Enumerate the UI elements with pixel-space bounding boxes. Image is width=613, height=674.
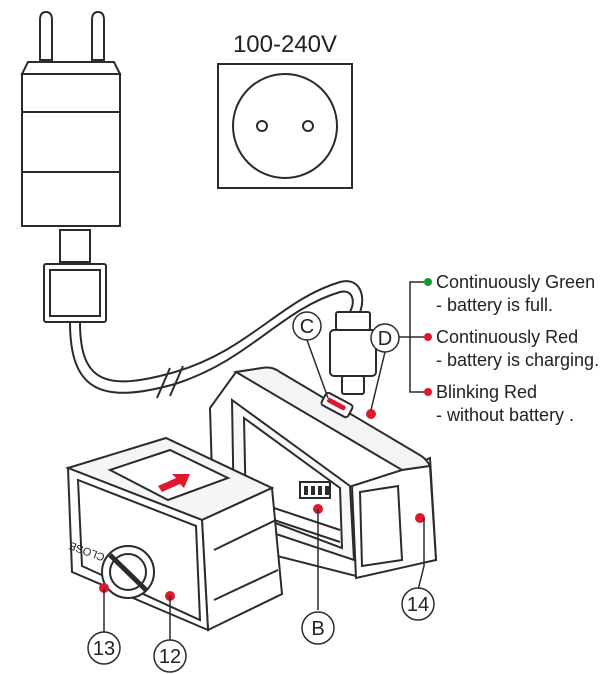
svg-text:12: 12 (159, 646, 181, 668)
status-dot-blinking (424, 388, 432, 396)
wall-socket: 100-240V (217, 31, 353, 189)
leader-lines (103, 281, 425, 640)
svg-text:- battery is full.: - battery is full. (436, 295, 553, 315)
legend-item-blinking: Blinking Red - without battery . (424, 382, 574, 425)
svg-text:13: 13 (93, 638, 115, 660)
legend-item-red: Continuously Red - battery is charging. (424, 327, 599, 370)
svg-text:Continuously Red: Continuously Red (436, 327, 578, 347)
voltage-label: 100-240V (233, 31, 337, 58)
status-dot-green (424, 278, 432, 286)
usb-c-plug (329, 311, 377, 395)
plug-adapter (20, 10, 122, 323)
plug-prong-right (91, 10, 105, 61)
marker-14 (415, 513, 425, 523)
svg-text:Blinking Red: Blinking Red (436, 382, 537, 402)
svg-text:D: D (378, 328, 392, 350)
battery-pack (64, 436, 284, 632)
insert-arrow-icon (158, 474, 190, 492)
svg-text:- without battery .: - without battery . (436, 405, 574, 425)
svg-text:- battery is charging.: - battery is charging. (436, 350, 599, 370)
socket-hole-left (256, 120, 268, 132)
svg-text:14: 14 (407, 594, 429, 616)
status-dot-red (424, 333, 432, 341)
dock-usb-c-port (320, 391, 354, 419)
plug-body (21, 73, 121, 227)
svg-text:Continuously Green: Continuously Green (436, 272, 595, 292)
usb-cable (69, 280, 364, 399)
usb-a-connector (43, 263, 107, 323)
callout-12: 12 (153, 639, 187, 673)
callout-b: B (301, 611, 335, 645)
plug-prong-left (39, 10, 53, 61)
dock-battery-contacts (299, 481, 331, 499)
marker-d (366, 409, 376, 419)
svg-text:B: B (311, 618, 324, 640)
callout-c: C (292, 311, 322, 341)
led-legend: Continuously Green - battery is full. Co… (424, 272, 599, 425)
socket-hole-right (302, 120, 314, 132)
callout-13: 13 (87, 631, 121, 665)
callout-14: 14 (401, 587, 435, 621)
legend-item-green: Continuously Green - battery is full. (424, 272, 595, 315)
callout-d: D (370, 323, 400, 353)
svg-text:C: C (300, 316, 314, 338)
